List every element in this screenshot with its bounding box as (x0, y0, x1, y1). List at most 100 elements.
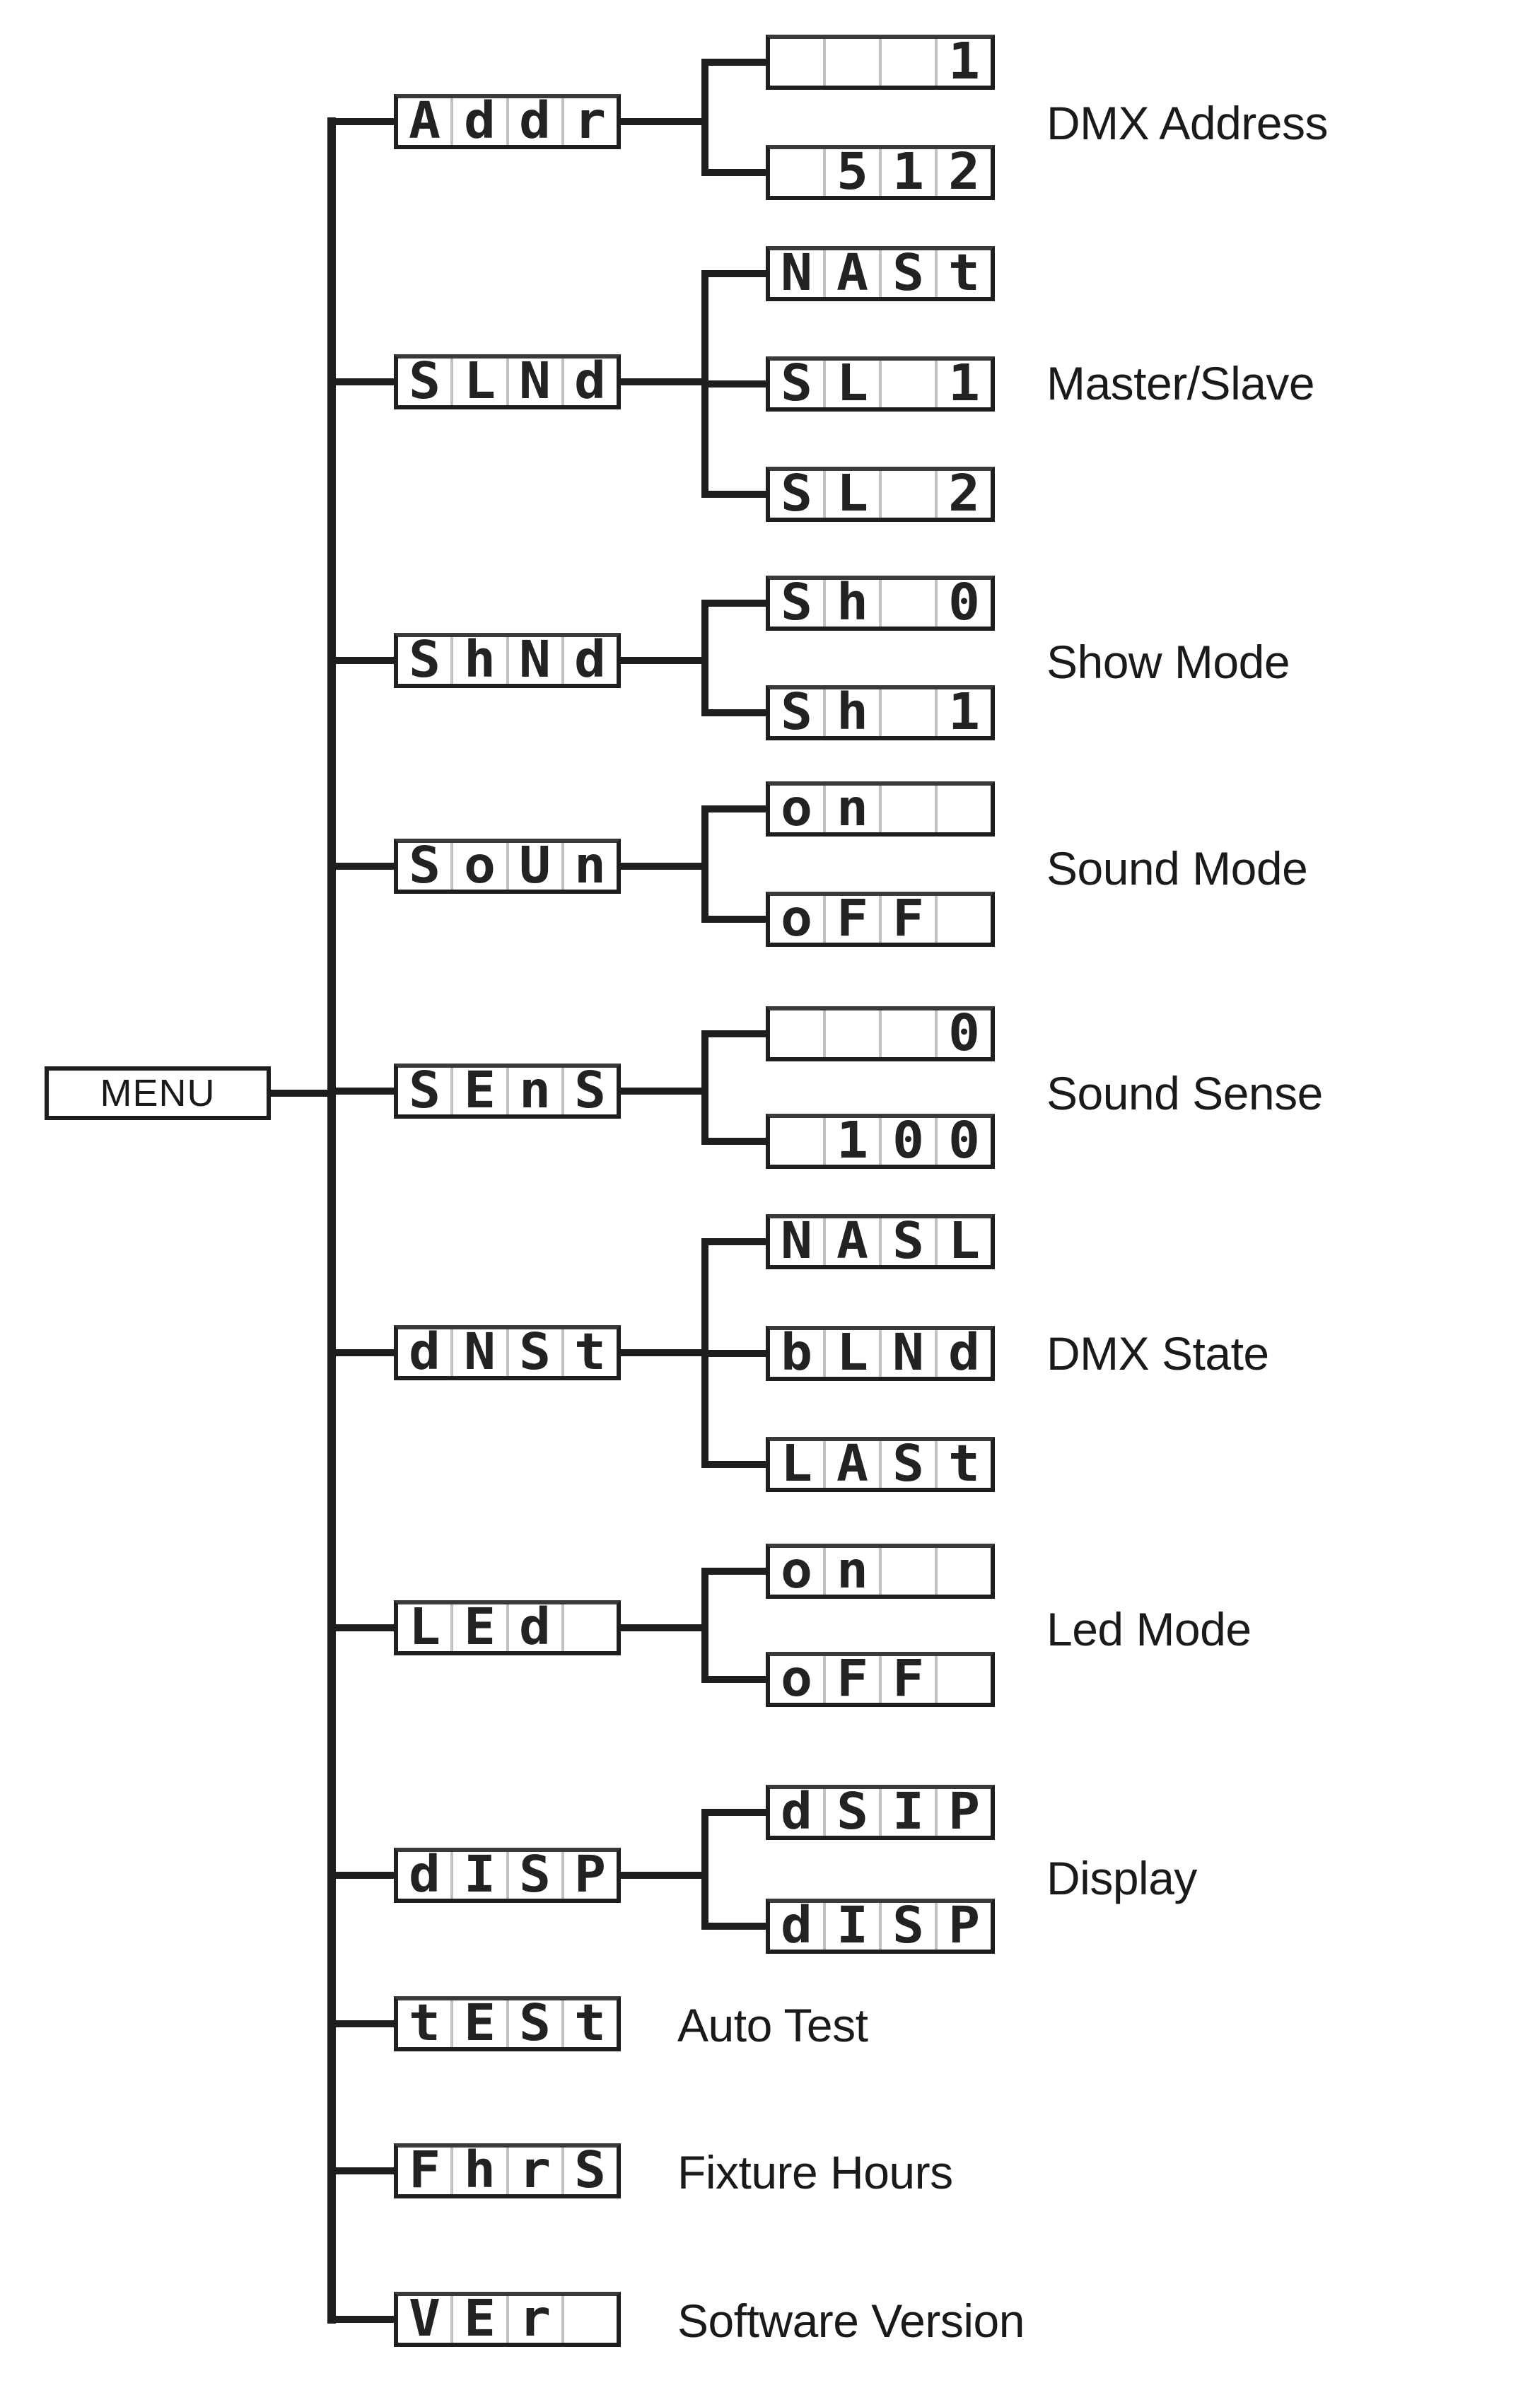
lcd-digit-char (836, 39, 868, 86)
lcd-digit-char: F (836, 896, 869, 943)
lcd-digit: S (879, 1903, 935, 1950)
lcd-digit: E (450, 1604, 506, 1651)
lcd-digit-char: t (947, 250, 981, 297)
lcd-digit-char: F (892, 1656, 925, 1703)
lcd-digit-char: S (519, 1329, 552, 1376)
lcd-digit: I (879, 1789, 935, 1836)
lcd-digit-char: I (836, 1903, 869, 1950)
lcd-digit: P (561, 1852, 617, 1899)
lcd-digit-char: N (780, 250, 813, 297)
lcd-digit: N (506, 359, 561, 405)
branch-line (621, 657, 701, 664)
junction-line (701, 1809, 708, 1930)
lcd-digit-char (892, 1010, 924, 1057)
lcd-digit: N (770, 1218, 823, 1265)
branch-line (327, 2167, 394, 2174)
lcd-digit: 1 (879, 149, 935, 196)
lcd-digit (935, 786, 991, 832)
lcd-digit: F (823, 1656, 879, 1703)
lcd-digit (879, 1010, 935, 1057)
branch-line (621, 378, 701, 385)
lcd-digit-char: E (463, 2296, 496, 2343)
lcd-digit-char: L (836, 361, 869, 407)
lcd-digit-char (892, 471, 924, 518)
lcd-digit: 1 (823, 1118, 879, 1165)
menu-connector-line (271, 1090, 327, 1097)
lcd-digit-char: 1 (947, 689, 981, 736)
lcd-digit: A (823, 1218, 879, 1265)
menu-description-label: Sound Sense (1046, 1067, 1323, 1119)
menu-description-label: DMX State (1046, 1327, 1269, 1380)
lcd-digit: S (506, 1329, 561, 1376)
option-branch-line (701, 380, 766, 388)
lcd-digit-char: 0 (947, 1010, 981, 1057)
branch-line (621, 1872, 701, 1879)
lcd-digit: S (398, 1068, 450, 1114)
lcd-digit-char: L (463, 359, 496, 405)
lcd-digit: d (935, 1330, 991, 1377)
lcd-digit-char: N (519, 637, 552, 684)
lcd-digit (879, 39, 935, 86)
lcd-digit: d (450, 98, 506, 145)
lcd-digit: L (398, 1604, 450, 1651)
lcd-digit-char (948, 786, 980, 832)
lcd-digit-char: S (780, 689, 813, 736)
lcd-digit (823, 39, 879, 86)
lcd-digit-char: 2 (947, 149, 981, 196)
lcd-digit-char: F (892, 896, 925, 943)
lcd-digit-char: S (519, 2000, 552, 2047)
branch-line (621, 863, 701, 870)
lcd-digit-char (574, 1604, 606, 1651)
lcd-digit (770, 1118, 823, 1165)
branch-line (621, 118, 701, 125)
option-branch-line (701, 491, 766, 498)
lcd-digit-char (948, 1656, 980, 1703)
lcd-digit-char: S (408, 359, 441, 405)
lcd-digit-char: o (780, 1656, 813, 1703)
branch-line (621, 1624, 701, 1631)
option-branch-line (701, 1238, 766, 1245)
lcd-digit: d (398, 1852, 450, 1899)
lcd-digit-char: S (892, 1903, 925, 1950)
lcd-digit-char: 0 (892, 1118, 925, 1165)
lcd-digit-char: d (519, 98, 552, 145)
lcd-digit: r (506, 2148, 561, 2194)
lcd-digit-char: d (780, 1903, 813, 1950)
branch-line (327, 2316, 394, 2323)
menu-description-label: Show Mode (1046, 636, 1290, 688)
lcd-digit-char: S (408, 637, 441, 684)
lcd-digit-char: A (836, 1441, 869, 1488)
lcd-digit-char: 0 (947, 580, 981, 627)
lcd-digit-char: S (574, 2148, 607, 2194)
lcd-digit-char: S (780, 471, 813, 518)
lcd-digit: F (823, 896, 879, 943)
lcd-digit-char: r (574, 98, 607, 145)
option-branch-line (701, 1461, 766, 1468)
lcd-digit-char: E (463, 2000, 496, 2047)
menu-root-box: MENU (45, 1066, 271, 1120)
lcd-digit: E (450, 1068, 506, 1114)
lcd-digit: 1 (935, 689, 991, 736)
lcd-digit: S (561, 2148, 617, 2194)
option-branch-line (701, 1676, 766, 1683)
lcd-digit: L (823, 471, 879, 518)
lcd-digit-char: n (574, 843, 607, 890)
lcd-digit (879, 786, 935, 832)
lcd-digit: t (935, 1441, 991, 1488)
lcd-digit-char: N (780, 1218, 813, 1265)
lcd-digit-char: h (463, 2148, 496, 2194)
lcd-digit-char: L (408, 1604, 441, 1651)
lcd-digit-char: S (892, 1218, 925, 1265)
lcd-digit: A (823, 1441, 879, 1488)
junction-line (701, 1568, 708, 1683)
